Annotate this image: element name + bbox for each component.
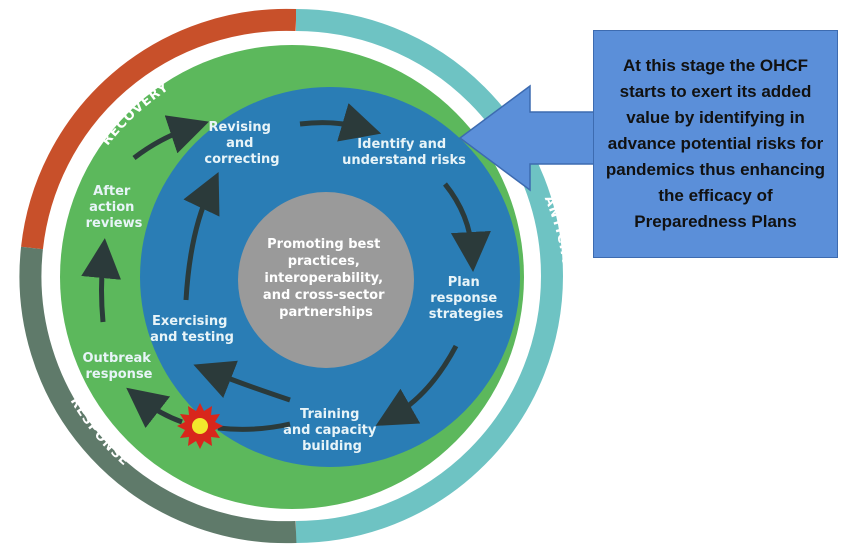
arrow-outbreak-to-after-action	[81, 238, 122, 323]
callout-box: At this stage the OHCF starts to exert i…	[593, 30, 838, 258]
ring-anticipation	[295, 9, 563, 543]
arrow-identify-to-plan	[443, 182, 491, 272]
stage-revising: Revising and correcting	[204, 120, 279, 167]
ring-recovery	[21, 8, 297, 250]
stage-outbreak: Outbreak response	[82, 351, 155, 382]
arrow-plan-to-training	[375, 344, 459, 426]
arrow-revising-to-identify	[299, 103, 382, 142]
arrow-trigger-to-training	[217, 421, 291, 432]
callout-text: At this stage the OHCF starts to exert i…	[605, 56, 826, 231]
stage-after-action: After action reviews	[86, 184, 143, 231]
center-disk	[238, 192, 414, 368]
stage-identify: Identify and understand risks	[342, 137, 466, 168]
stage-training: Training and capacity building	[283, 407, 381, 454]
arrow-exercising-to-revising	[183, 171, 220, 301]
stage-exercising: Exercising and testing	[150, 314, 234, 345]
starburst-icon	[177, 403, 223, 449]
stage-plan: Plan response strategies	[429, 275, 504, 322]
arrow-after-action-to-revising	[132, 115, 209, 160]
ring-response	[19, 246, 297, 544]
arrow-training-to-exercising	[193, 360, 291, 403]
arrow-trigger-to-outbreak	[126, 387, 183, 429]
center-label: Promoting best practices, interoperabili…	[263, 237, 389, 320]
